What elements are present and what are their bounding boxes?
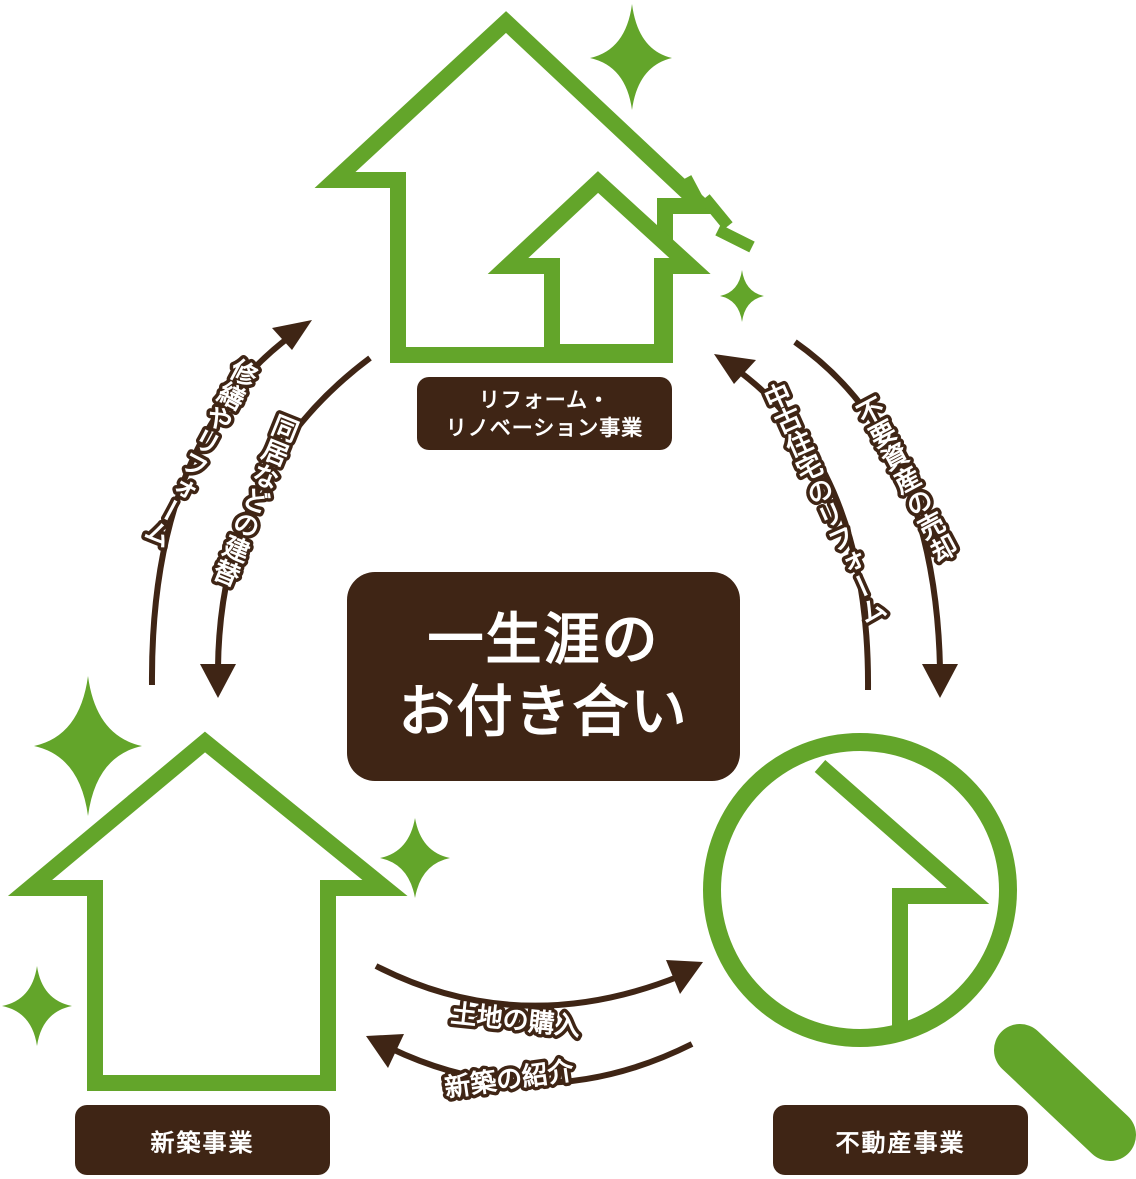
center-title-line2: お付き合い — [398, 679, 689, 745]
arrow-right-outer — [793, 339, 943, 669]
arrow-right-inner — [738, 369, 872, 691]
node-label-new-construction-text: 新築事業 — [150, 1128, 255, 1157]
sparkle-icon — [34, 676, 142, 816]
node-label-new-construction: 新築事業 — [75, 1105, 330, 1175]
arrowhead-icon — [714, 354, 756, 384]
node-label-real-estate-text: 不動産事業 — [835, 1128, 966, 1157]
arrow-left-inner — [215, 355, 372, 669]
center-title-box: 一生涯の お付き合い — [347, 572, 740, 781]
arrowhead-icon — [922, 664, 958, 698]
center-title-line1: 一生涯の — [427, 607, 660, 673]
arrowhead-icon — [666, 960, 703, 994]
house-small-icon — [487, 171, 711, 360]
node-label-renovation-line1: リフォーム・ — [478, 387, 611, 412]
arrowhead-icon — [272, 320, 312, 350]
emphasis-lines-icon — [680, 175, 755, 253]
arrow-left-outer — [148, 332, 294, 686]
house-large-icon — [7, 731, 408, 1091]
node-label-real-estate: 不動産事業 — [773, 1105, 1028, 1175]
arrow-bottom-upper — [374, 963, 682, 1009]
node-label-renovation: リフォーム・ リノベーション事業 — [417, 377, 672, 450]
arrow-label-bottom-lower: 新築の紹介 — [443, 1055, 577, 1104]
arrow-label-top-right-outer: 不要資産の売却 — [849, 393, 961, 568]
magnifier-icon — [703, 733, 1136, 1161]
arrow-bottom-lower — [388, 1041, 694, 1087]
arrowhead-icon — [366, 1034, 404, 1068]
arrowhead-icon — [200, 664, 236, 698]
sparkle-icon — [720, 270, 764, 322]
sparkle-icon — [590, 4, 672, 110]
sparkle-icon — [2, 966, 72, 1046]
sparkle-icon — [380, 818, 450, 898]
node-label-renovation-line2: リノベーション事業 — [445, 415, 644, 440]
